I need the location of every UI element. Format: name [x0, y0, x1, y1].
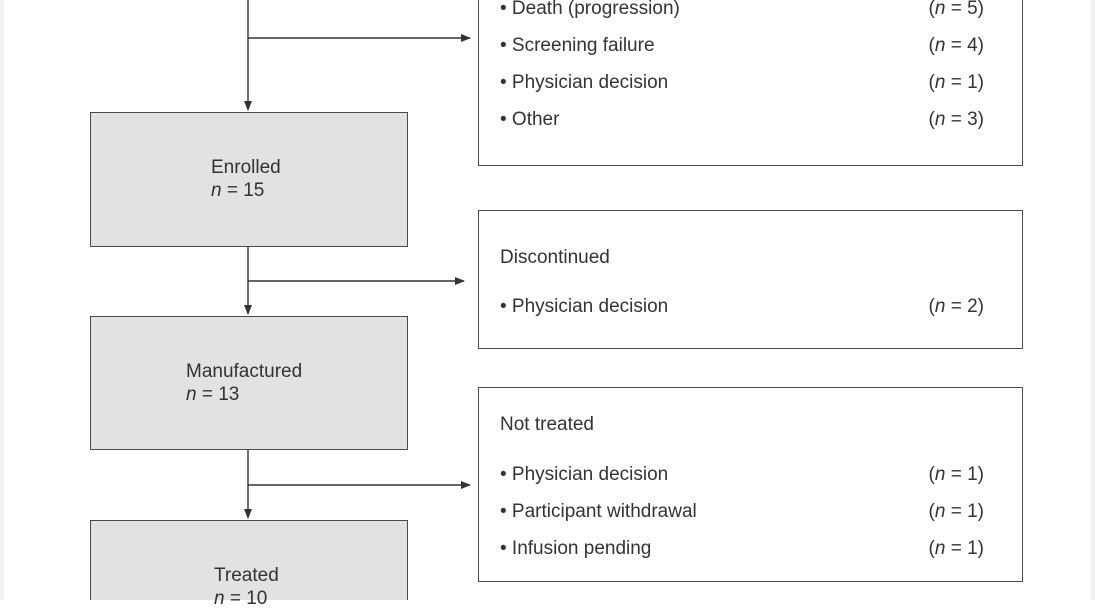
- reason-n-value: = 4: [950, 35, 978, 56]
- reason-n-value: = 1: [950, 538, 978, 559]
- reason-count: (n = 5): [928, 0, 984, 19]
- exclusion-reasons-box: • Death (progression) (n = 5) • Screenin…: [478, 0, 1023, 166]
- reason-label: • Death (progression): [500, 0, 680, 19]
- reason-row: • Death (progression) (n = 5): [500, 0, 984, 22]
- reason-label: • Screening failure: [500, 35, 655, 56]
- reason-n-value: = 1: [950, 501, 978, 522]
- discontinued-heading: Discontinued: [500, 247, 610, 268]
- reason-n-symbol: n: [934, 35, 946, 56]
- reason-n-value: = 2: [950, 296, 978, 317]
- enrolled-n-value: = 15: [226, 180, 265, 201]
- treated-node: Treated n = 10: [90, 520, 408, 609]
- reason-n-symbol: n: [934, 0, 946, 19]
- left-edge-shadow: [0, 0, 4, 600]
- manufactured-count: n = 13: [186, 383, 239, 406]
- reason-row: • Other (n = 3): [500, 109, 984, 133]
- discontinued-box: Discontinued • Physician decision (n = 2…: [478, 210, 1023, 349]
- reason-row: • Participant withdrawal (n = 1): [500, 501, 984, 525]
- enrolled-n-symbol: n: [211, 180, 222, 201]
- reason-count: (n = 1): [928, 72, 984, 93]
- reason-n-value: = 5: [950, 0, 978, 19]
- reason-label: • Participant withdrawal: [500, 501, 697, 522]
- reason-row: • Screening failure (n = 4): [500, 35, 984, 59]
- treated-label: Treated: [214, 565, 279, 586]
- manufactured-n-value: = 13: [201, 384, 240, 405]
- reason-row: • Physician decision (n = 2): [500, 296, 984, 320]
- enrolled-node: Enrolled n = 15: [90, 112, 408, 247]
- treated-n-symbol: n: [214, 588, 225, 609]
- manufactured-label: Manufactured: [186, 361, 303, 382]
- reason-label: • Other: [500, 109, 560, 130]
- reason-label: • Physician decision: [500, 296, 669, 317]
- reason-n-symbol: n: [934, 109, 946, 130]
- reason-label: • Infusion pending: [500, 538, 652, 559]
- treated-n-value: = 10: [229, 588, 268, 609]
- enrolled-label: Enrolled: [211, 157, 281, 178]
- reason-count: (n = 4): [928, 35, 984, 56]
- reason-count: (n = 1): [928, 538, 984, 559]
- reason-n-symbol: n: [934, 538, 946, 559]
- not-treated-box: Not treated • Physician decision (n = 1)…: [478, 387, 1023, 582]
- reason-n-symbol: n: [934, 501, 946, 522]
- reason-n-symbol: n: [934, 72, 946, 93]
- reason-row: • Physician decision (n = 1): [500, 464, 984, 488]
- reason-count: (n = 1): [928, 501, 984, 522]
- reason-n-symbol: n: [934, 296, 946, 317]
- reason-n-value: = 1: [950, 464, 978, 485]
- reason-row: • Infusion pending (n = 1): [500, 538, 984, 562]
- reason-count: (n = 1): [928, 464, 984, 485]
- right-edge-shadow: [1091, 0, 1095, 600]
- enrolled-count: n = 15: [211, 179, 264, 202]
- treated-count: n = 10: [214, 587, 267, 610]
- reason-label: • Physician decision: [500, 464, 669, 485]
- reason-n-symbol: n: [934, 464, 946, 485]
- not-treated-heading: Not treated: [500, 414, 594, 435]
- reason-count: (n = 3): [928, 109, 984, 130]
- reason-n-value: = 1: [950, 72, 978, 93]
- manufactured-node: Manufactured n = 13: [90, 316, 408, 450]
- manufactured-n-symbol: n: [186, 384, 197, 405]
- reason-count: (n = 2): [928, 296, 984, 317]
- reason-row: • Physician decision (n = 1): [500, 72, 984, 96]
- reason-n-value: = 3: [950, 109, 978, 130]
- reason-label: • Physician decision: [500, 72, 669, 93]
